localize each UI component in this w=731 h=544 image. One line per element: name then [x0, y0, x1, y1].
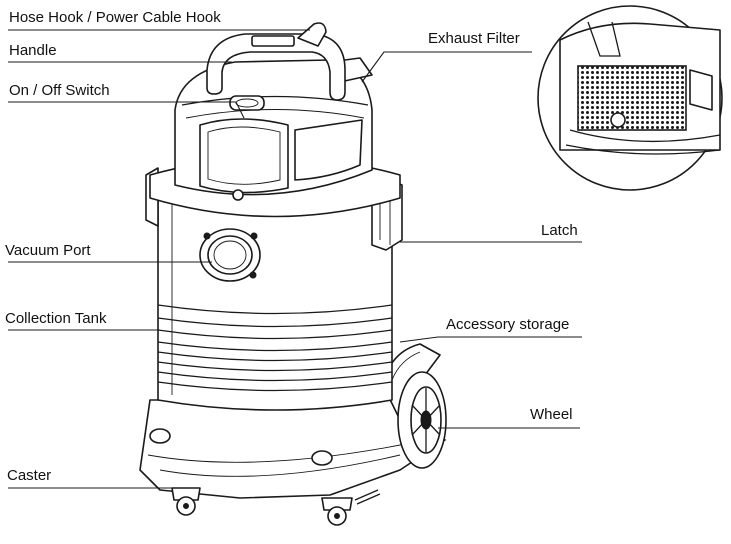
leader-lines — [8, 29, 582, 489]
label-latch: Latch — [541, 222, 578, 239]
on-off-switch — [229, 95, 265, 111]
label-caster: Caster — [7, 467, 52, 484]
caster-left — [171, 487, 201, 516]
wheel — [397, 371, 447, 469]
motor-head — [174, 59, 373, 201]
caster-right — [321, 489, 381, 526]
vacuum-port — [199, 228, 261, 282]
label-exhaust-filter: Exhaust Filter — [428, 30, 520, 47]
label-accessory-storage: Accessory storage — [446, 316, 570, 333]
hose-hook — [297, 22, 327, 47]
label-handle: Handle — [9, 42, 57, 59]
label-wheel: Wheel — [530, 406, 573, 423]
label-hose-hook: Hose Hook / Power Cable Hook — [9, 9, 221, 26]
label-collection-tank: Collection Tank — [5, 310, 107, 327]
collection-tank — [157, 189, 393, 411]
exhaust-filter-inset — [537, 5, 723, 191]
base-chassis — [139, 399, 446, 499]
label-vacuum-port: Vacuum Port — [5, 242, 91, 259]
label-on-off-switch: On / Off Switch — [9, 82, 110, 99]
